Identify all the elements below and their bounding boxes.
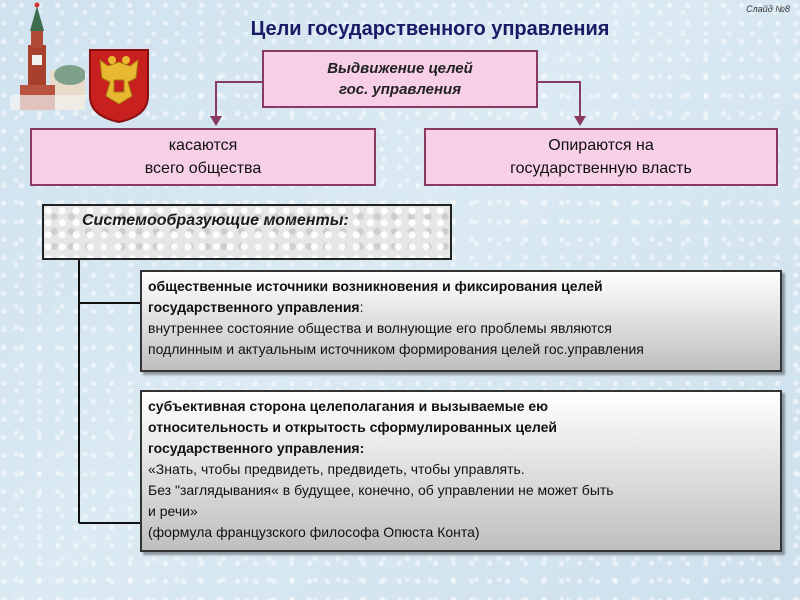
concern-line-1: касаются (168, 137, 238, 154)
box1-text-2: подлинным и актуальным источником формир… (148, 341, 644, 357)
box2-heading-3: государственного управления: (148, 440, 365, 456)
box1-text-1: внутреннее состояние общества и волнующи… (148, 320, 612, 336)
box2-text-3: и речи» (148, 503, 198, 519)
box2-heading-1: субъективная сторона целеполагания и выз… (148, 398, 549, 414)
rely-line-2: государственную власть (510, 160, 692, 177)
goal-line-1: Выдвижение целей (327, 60, 473, 77)
box1-heading-2: государственного управления (148, 299, 360, 315)
box2-text-2: Без "заглядывания« в будущее, конечно, о… (148, 482, 614, 498)
social-sources-box: общественные источники возникновения и ф… (140, 270, 782, 372)
goal-setting-box: Выдвижение целей гос. управления (262, 50, 538, 108)
subjective-side-box: субъективная сторона целеполагания и выз… (140, 390, 782, 552)
rely-power-box: Опираются на государственную власть (424, 128, 778, 186)
rely-line-1: Опираются на (548, 137, 654, 154)
box1-heading-2-tail: : (359, 299, 364, 315)
concern-line-2: всего общества (144, 160, 262, 177)
coat-of-arms-emblem (89, 49, 149, 124)
page-title: Цели государственного управления (250, 18, 610, 40)
box2-text-4: (формула французского философа Опюста Ко… (148, 524, 480, 540)
kremlin-tower-image (10, 2, 85, 110)
concern-society-box: касаются всего общества (30, 128, 376, 186)
slide-number: Слайд №8 (746, 4, 790, 14)
system-factors-label: Системообразующие моменты: (82, 212, 349, 229)
system-factors-box: Системообразующие моменты: (42, 204, 452, 260)
box2-heading-2: относительность и открытость сформулиров… (148, 419, 558, 435)
box1-heading-1: общественные источники возникновения и ф… (148, 278, 603, 294)
box2-text-1: «Знать, чтобы предвидеть, предвидеть, чт… (148, 461, 525, 477)
goal-line-2: гос. управления (338, 81, 462, 98)
